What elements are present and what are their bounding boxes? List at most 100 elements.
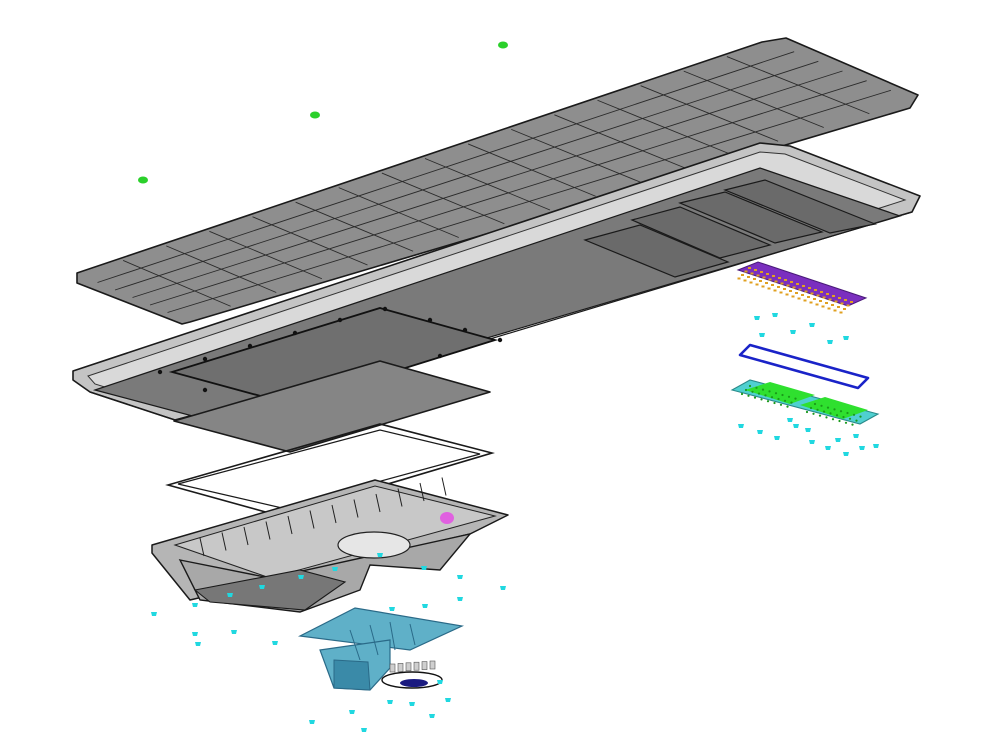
pcb-led-chip [762,276,766,279]
screw-fastener [809,323,815,327]
screw-fastener [772,313,778,317]
pcb-led-chip [819,300,822,302]
pcb-led-chip [750,272,754,275]
screw-fastener [873,444,879,448]
heatsink-led [844,421,848,424]
heatsink-led-dots [740,384,862,426]
pcb-led-chip [771,284,774,286]
pcb-led-chip [767,287,771,290]
screw-fastener [151,612,157,616]
clamp-tooth [421,661,428,670]
solar-panel-cell-grid [97,51,891,313]
pcb-led-chip [741,274,744,276]
solar-cell-divider [97,51,795,283]
clamp-tooth [397,663,404,672]
pcb-led-chip [839,311,843,314]
bracket-clamp-ring [381,660,443,689]
heatsink-led [740,392,744,396]
heatsink-led [820,404,823,407]
heatsink-led [783,399,787,402]
heatsink-led [831,418,835,421]
pcb-led-chip [821,305,825,308]
cover-gasket [165,423,495,517]
heatsink-led [766,400,770,403]
screw-fastener [422,604,428,608]
pcb-led-chip [804,290,808,293]
screw-fastener [361,728,367,732]
screw-fastener [195,642,201,646]
pcb-led-chip [784,279,787,281]
pcb-led-chip [748,267,751,269]
pcb-led-chip [833,309,837,312]
heatsink-led [838,419,841,423]
heatsink-led [833,408,836,411]
pcb-led-chip [826,293,829,295]
led-recess-4 [723,179,878,234]
screw-fastener [457,575,463,579]
pcb-led-chip [791,295,795,298]
screw-fastener [827,340,833,344]
battery-housing-inner [173,485,497,579]
pcb-led-chip [820,291,823,293]
pcb-led-chip [807,296,810,298]
pcb-led-chip [810,292,814,295]
heatsink-led [753,396,757,399]
screw-fastener [757,430,763,434]
pcb-led-chip [768,278,772,281]
pcb-led-chip [840,302,844,305]
pcb-led-chip [759,280,762,282]
housing-rib [287,515,293,535]
compartment-screw-hole [382,306,388,312]
heatsink-led [773,401,776,405]
housing-rib [199,537,205,557]
led-recess-2 [630,206,772,259]
housing-rib [265,521,271,540]
screw-fastener [389,607,395,611]
pcb-led-chip [832,295,835,297]
panel-clip-markers [138,41,508,184]
heatsink-led [747,394,750,397]
pcb-led-chip [798,288,802,291]
pcb-led-chip [755,283,759,286]
screw-fastener [738,424,744,428]
heatsink-led [851,423,854,426]
led-gasket [738,343,870,390]
screw-fastener [231,630,237,634]
screw-fastener [349,710,355,714]
solar-cell-divider [149,80,867,306]
heatsink-led [842,415,845,419]
pcb-led-chip [754,269,757,271]
screw-fastener [429,714,435,718]
heatsink-led [809,406,813,410]
battery-housing-ribs [199,477,447,557]
light-sensor [440,512,454,524]
screw-fastener [387,700,393,704]
pcb-led-chip [828,298,832,301]
pcb-led-chip [838,297,841,299]
pcb-led-chip [774,280,778,283]
pcb-led-chip [834,300,838,303]
pcb-led-chip [843,308,846,310]
battery-housing-pocket [193,569,347,611]
pcb-led-chip [783,288,786,290]
heatsink-led [816,408,819,411]
heatsink-led [818,414,822,417]
screw-fastener [309,720,315,724]
compartment-screw-hole [202,356,208,362]
heatsink-led [787,395,791,398]
heatsink-led [761,388,765,391]
housing-rib [397,488,403,507]
pcb-led-chip [825,302,828,304]
pcb-led-chip [789,290,792,292]
fasteners [151,313,879,732]
pcb-led-chip [846,304,850,307]
screw-fastener [759,333,765,337]
pcb-led-chip [778,277,781,279]
housing-rib [375,493,381,513]
pcb-led-chip [785,293,789,296]
pcb-led-chip [756,274,760,277]
heatsink-led [794,397,797,400]
pcb-led-chip [808,287,811,289]
solar-cell-divider [167,89,891,313]
solar-cell-divider [114,60,819,291]
